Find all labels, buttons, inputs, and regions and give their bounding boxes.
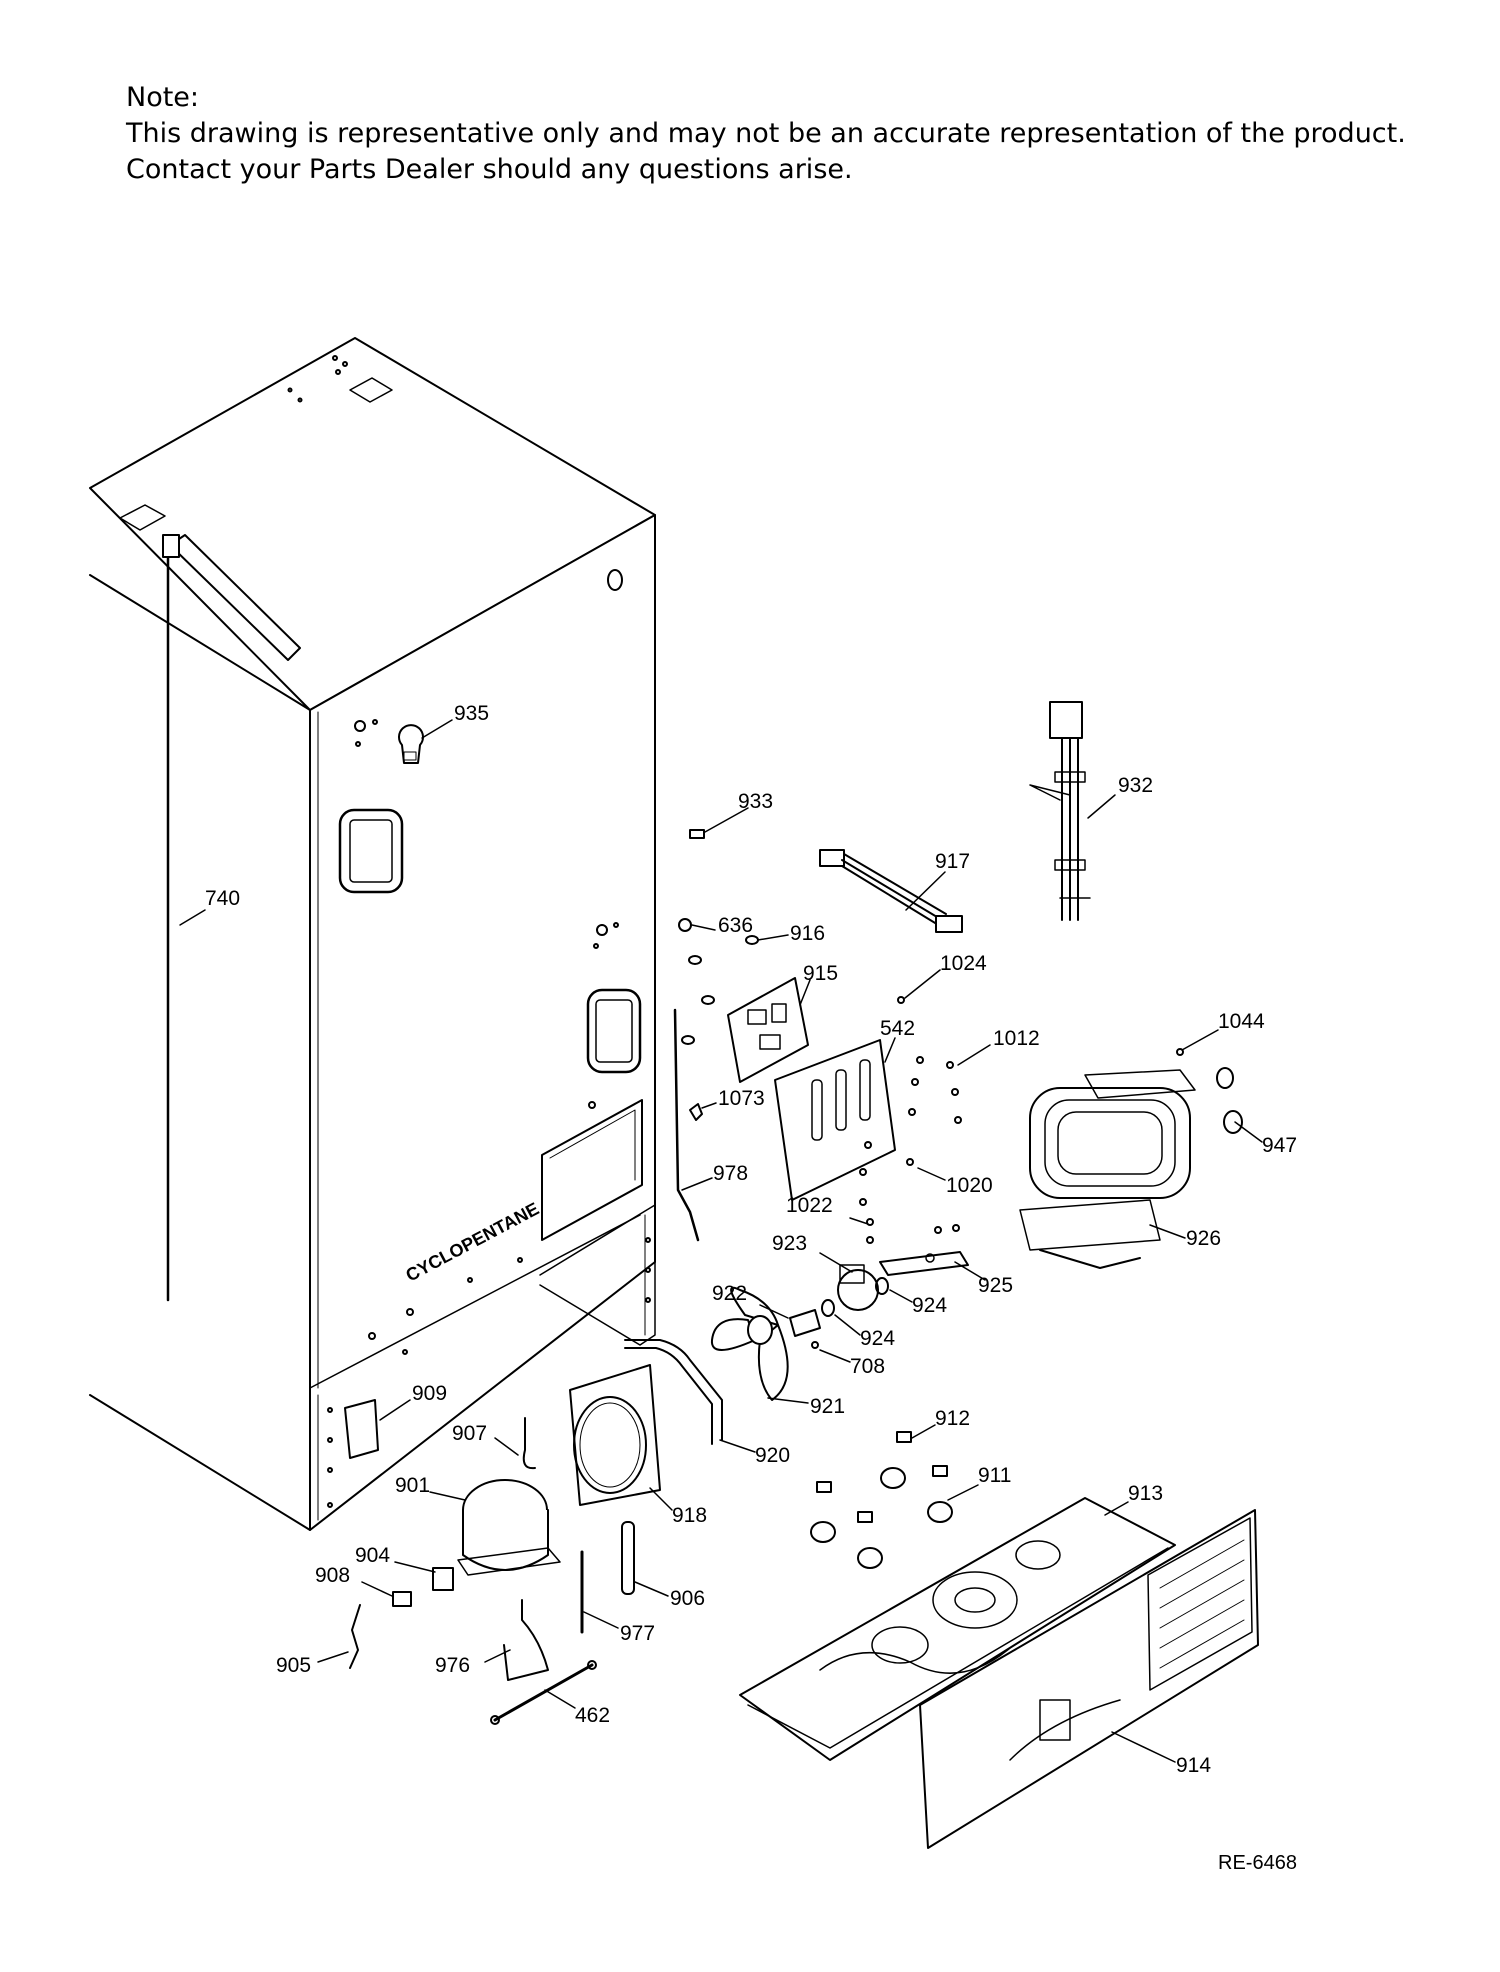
label-1020: 1020 [946,1174,993,1197]
part-924-shape-a [875,1277,889,1295]
label-1073: 1073 [718,1087,765,1110]
label-926: 926 [1186,1227,1221,1250]
label-708: 708 [850,1355,885,1378]
cabinet [89,337,656,1531]
part-542-shape [774,1039,896,1201]
part-920-shape [624,1339,723,1445]
label-917: 917 [935,850,970,873]
label-904: 904 [355,1544,390,1567]
note-line-2: Contact your Parts Dealer should any que… [126,154,853,185]
part-911-912-shapes [810,1431,953,1569]
part-915-shape [727,977,809,1083]
part-918-shape [569,1364,661,1506]
part-636-shape [678,918,692,932]
part-905-shape [349,1604,361,1669]
label-740: 740 [205,887,240,910]
label-913: 913 [1128,1482,1163,1505]
part-904-shape [432,1567,454,1591]
part-935-shape [398,724,424,764]
leader-lines [179,719,1263,1763]
part-908-shape [392,1591,412,1607]
label-976: 976 [435,1654,470,1677]
label-933: 933 [738,790,773,813]
label-915: 915 [803,962,838,985]
label-916: 916 [790,922,825,945]
part-906-shape [621,1521,635,1595]
label-914: 914 [1176,1754,1211,1777]
label-908: 908 [315,1564,350,1587]
label-636: 636 [718,914,753,937]
note-line-1: This drawing is representative only and … [126,118,1406,149]
part-901-shape [457,1479,561,1576]
part-921-shape [710,1286,789,1401]
part-926-shape [1019,1069,1196,1269]
part-913-shape [739,1497,1176,1761]
part-909-shape [344,1399,379,1459]
part-933-shape [689,829,705,839]
part-462-shape [490,1660,597,1725]
label-909: 909 [412,1382,447,1405]
label-932: 932 [1118,774,1153,797]
label-978: 978 [713,1162,748,1185]
label-947: 947 [1262,1134,1297,1157]
label-924-upper: 924 [912,1294,947,1317]
label-921: 921 [810,1395,845,1418]
part-labels: 935 740 933 932 917 636 916 915 1024 542… [205,702,1297,1777]
screw-cluster [859,996,1184,1244]
label-1012: 1012 [993,1027,1040,1050]
part-978-shape [673,1008,700,1242]
label-905: 905 [276,1654,311,1677]
label-922: 922 [712,1282,747,1305]
part-708-shape [811,1341,819,1349]
label-907: 907 [452,1422,487,1445]
note-block: Note: This drawing is representative onl… [126,80,1406,188]
label-1024: 1024 [940,952,987,975]
part-976-shape [503,1599,549,1681]
part-932-shape [1029,701,1091,921]
part-947-shapes [1216,1067,1243,1134]
label-906: 906 [670,1587,705,1610]
label-925: 925 [978,1274,1013,1297]
label-462: 462 [575,1704,610,1727]
part-907-shape [522,1417,536,1470]
part-925-shape [879,1251,969,1276]
part-914-shape [919,1509,1259,1849]
part-917-shape [819,849,963,933]
label-935: 935 [454,702,489,725]
part-924-shape-b [821,1299,835,1317]
label-918: 918 [672,1504,707,1527]
part-922-shape [789,1309,821,1337]
label-920: 920 [755,1444,790,1467]
label-924-lower: 924 [860,1327,895,1350]
reference-code: RE-6468 [1218,1852,1297,1874]
label-912: 912 [935,1407,970,1430]
label-542: 542 [880,1017,915,1040]
label-1022: 1022 [786,1194,833,1217]
part-923-shape [837,1264,879,1311]
note-heading: Note: [126,82,200,113]
label-977: 977 [620,1622,655,1645]
label-1044: 1044 [1218,1010,1265,1033]
part-1073-shape [689,1103,703,1121]
label-911: 911 [978,1464,1011,1487]
label-901: 901 [395,1474,430,1497]
label-923: 923 [772,1232,807,1255]
